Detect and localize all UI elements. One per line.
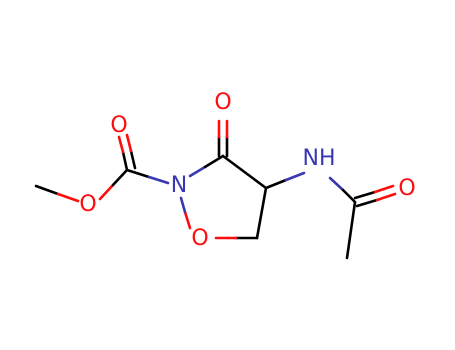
bond-amide-carbonyl-a-red: [373, 184, 395, 194]
bond-methyl-oxygen-red: [56, 192, 80, 203]
atom-nh-amide: NH: [303, 146, 336, 171]
bond-c4-amide-nitrogen-blue: [284, 171, 306, 182]
atom-o-amide: O: [398, 176, 415, 201]
bond-nitrogen-c3-blue: [188, 165, 207, 178]
bonds: [34, 119, 397, 260]
atom-o-carbonyl-ring: O: [214, 90, 231, 115]
bond-oxygen-nitrogen-blue: [179, 196, 187, 214]
bond-carboxyl-carbonyl-b-red: [125, 133, 133, 153]
bond-oxygen-carboxyl: [111, 168, 129, 187]
bond-amide-carbonyl-b: [355, 198, 379, 208]
bond-amide-methyl: [345, 200, 357, 260]
bond-oxygen-nitrogen-red: [183, 210, 192, 230]
bond-carboxyl-carbonyl-b: [129, 149, 137, 170]
atom-o-ester: O: [79, 192, 96, 217]
bond-c4-c5: [255, 186, 268, 240]
bond-carboxyl-nitrogen: [125, 168, 151, 179]
atom-o-ring: O: [191, 226, 208, 251]
atom-labels: O O O N O NH O: [79, 90, 415, 251]
bond-carboxyl-carbonyl-a: [121, 150, 129, 172]
bond-amide-carbonyl-b-red: [375, 192, 397, 202]
bond-nitrogen-c3: [203, 154, 225, 169]
bond-c4-amide-nitrogen: [264, 178, 288, 190]
bond-methyl-oxygen: [34, 184, 60, 196]
atom-n-ring: N: [171, 173, 187, 198]
bond-c3-c4: [221, 154, 268, 190]
bond-amide-nitrogen-carbon-blue: [328, 176, 345, 192]
atom-o-carbonyl-ester: O: [110, 113, 127, 138]
bond-carboxyl-nitrogen-blue: [147, 175, 170, 185]
bond-carboxyl-carbonyl-a-red: [117, 135, 125, 154]
bond-oxygen-carboxyl-red: [98, 183, 115, 201]
bond-amide-nitrogen-carbon: [341, 188, 357, 204]
bond-amide-carbonyl-a: [353, 190, 377, 200]
